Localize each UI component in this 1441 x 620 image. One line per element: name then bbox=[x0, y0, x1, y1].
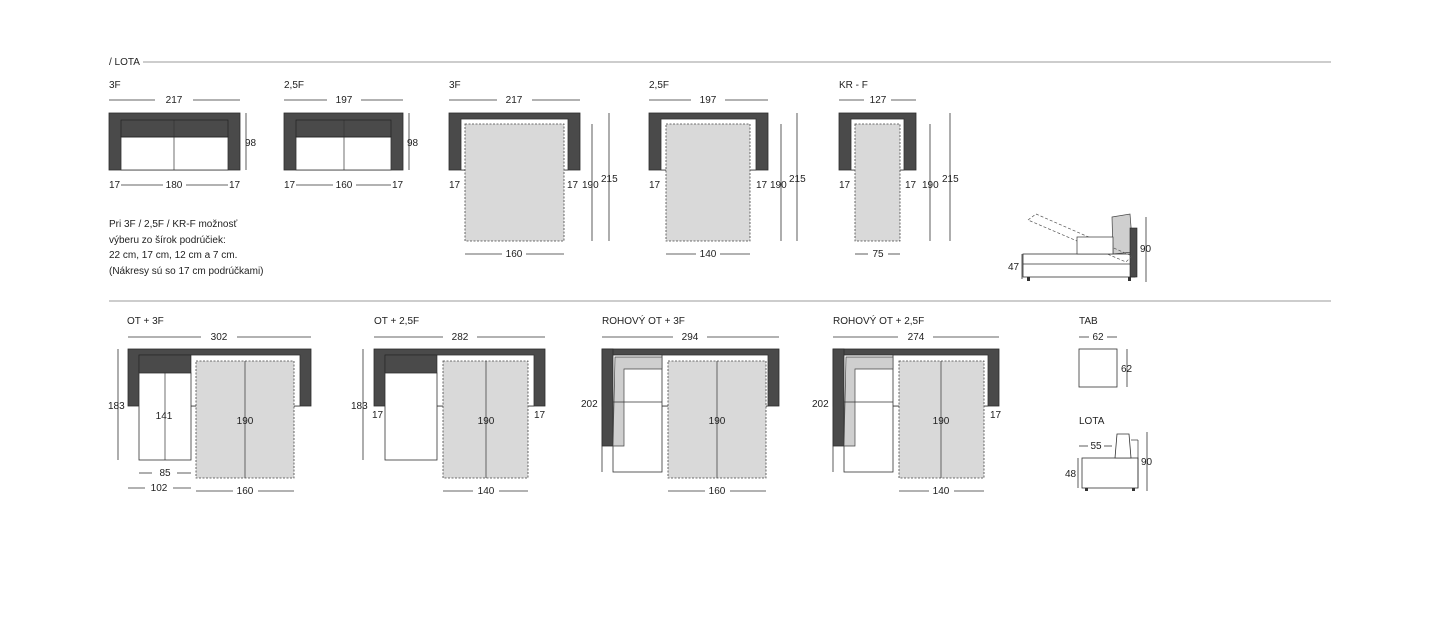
armrest-note: Pri 3F / 2,5F / KR-F možnosť výberu zo š… bbox=[109, 219, 264, 277]
tab-table-view: TAB 62 62 bbox=[1078, 316, 1133, 388]
dim-25f-bed-left-arm: 17 bbox=[649, 180, 661, 191]
dim-corner-ot-25f-width: 274 bbox=[908, 332, 925, 343]
label-ot-25f: OT + 2,5F bbox=[374, 316, 419, 327]
dim-corner-ot-3f-width: 294 bbox=[682, 332, 699, 343]
sofa-25f-bed-view: 2,5F 197 17 17 190 215 140 bbox=[648, 80, 806, 260]
dim-ot-3f-bed-len: 190 bbox=[237, 416, 254, 427]
dim-side-seat-height: 47 bbox=[1008, 262, 1020, 273]
dim-krf-bed-width: 75 bbox=[872, 249, 884, 260]
label-25f-bed: 2,5F bbox=[649, 80, 669, 91]
tab-shape bbox=[1078, 348, 1118, 388]
dim-tab-depth: 62 bbox=[1121, 364, 1133, 375]
dim-side-back-height: 90 bbox=[1140, 244, 1152, 255]
dim-25f-height: 98 bbox=[407, 138, 419, 149]
note-line-4: (Nákresy sú so 17 cm podrúčkami) bbox=[109, 266, 264, 277]
dim-corner-ot-3f-depth: 202 bbox=[581, 399, 598, 410]
dim-3f-seat: 180 bbox=[166, 180, 183, 191]
dim-ot-25f-bed-width: 140 bbox=[478, 486, 495, 497]
sofa-3f-bed-surface bbox=[464, 123, 565, 242]
label-corner-ot-25f: ROHOVÝ OT + 2,5F bbox=[833, 314, 924, 327]
label-lota: LOTA bbox=[1079, 416, 1105, 427]
label-tab: TAB bbox=[1079, 316, 1098, 327]
dim-ot-25f-right-arm: 17 bbox=[534, 410, 546, 421]
sofa-ot-3f-view: OT + 3F 302 141 190 183 85 102 160 bbox=[108, 316, 312, 497]
dim-lota-seat-height: 48 bbox=[1065, 469, 1077, 480]
dim-corner-ot-25f-bed-len: 190 bbox=[933, 416, 950, 427]
sofa-25f-bed-surface bbox=[665, 123, 751, 242]
sofa-3f-seat bbox=[120, 136, 229, 171]
dim-krf-width: 127 bbox=[870, 95, 887, 106]
dim-3f-bed-width: 217 bbox=[506, 95, 523, 106]
dim-krf-right-arm: 17 bbox=[905, 180, 917, 191]
dim-ot-3f-ottoman-width: 85 bbox=[159, 468, 171, 479]
dim-25f-left-arm: 17 bbox=[284, 180, 296, 191]
dim-25f-width: 197 bbox=[336, 95, 353, 106]
dim-krf-bed-total: 215 bbox=[942, 174, 959, 185]
dim-krf-bed-length: 190 bbox=[922, 180, 939, 191]
dim-ot-3f-ottoman-total: 102 bbox=[151, 483, 168, 494]
dim-3f-width: 217 bbox=[166, 95, 183, 106]
label-25f: 2,5F bbox=[284, 80, 304, 91]
dim-3f-bed-total: 215 bbox=[601, 174, 618, 185]
dim-25f-bed-total: 215 bbox=[789, 174, 806, 185]
dim-corner-ot-3f-bed-len: 190 bbox=[709, 416, 726, 427]
dim-ot-3f-width: 302 bbox=[211, 332, 228, 343]
dim-tab-width: 62 bbox=[1092, 332, 1104, 343]
dim-3f-bed-left-arm: 17 bbox=[449, 180, 461, 191]
dim-corner-ot-25f-depth: 202 bbox=[812, 399, 829, 410]
dim-3f-bed-width-inner: 160 bbox=[506, 249, 523, 260]
dim-25f-bed-right-arm: 17 bbox=[756, 180, 768, 191]
label-3f: 3F bbox=[109, 80, 121, 91]
note-line-1: Pri 3F / 2,5F / KR-F možnosť bbox=[109, 219, 237, 230]
sofa-3f-top-view: 3F 217 98 17 180 17 bbox=[108, 80, 257, 191]
lota-side-view: LOTA 55 48 90 bbox=[1065, 416, 1153, 491]
dim-ot-3f-ottoman-len: 141 bbox=[156, 411, 173, 422]
label-krf: KR - F bbox=[839, 80, 868, 91]
sofa-corner-ot-25f-view: ROHOVÝ OT + 2,5F 274 190 202 17 140 bbox=[812, 314, 1002, 497]
dim-3f-right-arm: 17 bbox=[229, 180, 241, 191]
sofa-krf-bed-view: KR - F 127 17 17 190 215 75 bbox=[838, 80, 959, 260]
dim-3f-left-arm: 17 bbox=[109, 180, 121, 191]
sofa-25f-seat bbox=[295, 136, 392, 171]
dim-3f-bed-length: 190 bbox=[582, 180, 599, 191]
dim-corner-ot-25f-right-arm: 17 bbox=[990, 410, 1002, 421]
note-line-2: výberu zo šírok podrúčiek: bbox=[109, 235, 226, 246]
dim-25f-bed-width: 197 bbox=[700, 95, 717, 106]
dim-25f-seat: 160 bbox=[336, 180, 353, 191]
dim-ot-25f-left-arm: 17 bbox=[372, 410, 384, 421]
dim-krf-left-arm: 17 bbox=[839, 180, 851, 191]
dim-corner-ot-3f-bed-width: 160 bbox=[709, 486, 726, 497]
section-title: / LOTA bbox=[109, 57, 140, 68]
dim-25f-right-arm: 17 bbox=[392, 180, 404, 191]
sofa-3f-bed-view: 3F 217 17 17 190 215 160 bbox=[448, 80, 618, 260]
dim-ot-25f-depth: 183 bbox=[351, 401, 368, 412]
dim-3f-bed-right-arm: 17 bbox=[567, 180, 579, 191]
sofa-side-view: 47 90 bbox=[1008, 213, 1152, 282]
dim-ot-3f-bed-width: 160 bbox=[237, 486, 254, 497]
sofa-krf-bed-surface bbox=[854, 123, 901, 242]
dim-3f-height: 98 bbox=[245, 138, 257, 149]
dim-25f-bed-length: 190 bbox=[770, 180, 787, 191]
sofa-corner-ot-3f-view: ROHOVÝ OT + 3F 294 190 202 160 bbox=[581, 314, 780, 497]
note-line-3: 22 cm, 17 cm, 12 cm a 7 cm. bbox=[109, 250, 237, 261]
dim-ot-25f-width: 282 bbox=[452, 332, 469, 343]
dim-ot-3f-depth: 183 bbox=[108, 401, 125, 412]
label-3f-bed: 3F bbox=[449, 80, 461, 91]
dim-ot-25f-bed-len: 190 bbox=[478, 416, 495, 427]
label-ot-3f: OT + 3F bbox=[127, 316, 164, 327]
dim-lota-depth: 55 bbox=[1090, 441, 1102, 452]
dim-lota-height: 90 bbox=[1141, 457, 1153, 468]
dim-corner-ot-25f-bed-width: 140 bbox=[933, 486, 950, 497]
label-corner-ot-3f: ROHOVÝ OT + 3F bbox=[602, 314, 685, 327]
sofa-ot-25f-view: OT + 2,5F 282 190 183 17 17 140 bbox=[351, 316, 546, 497]
sofa-25f-top-view: 2,5F 197 98 17 160 17 bbox=[283, 80, 419, 191]
dim-25f-bed-width-inner: 140 bbox=[700, 249, 717, 260]
